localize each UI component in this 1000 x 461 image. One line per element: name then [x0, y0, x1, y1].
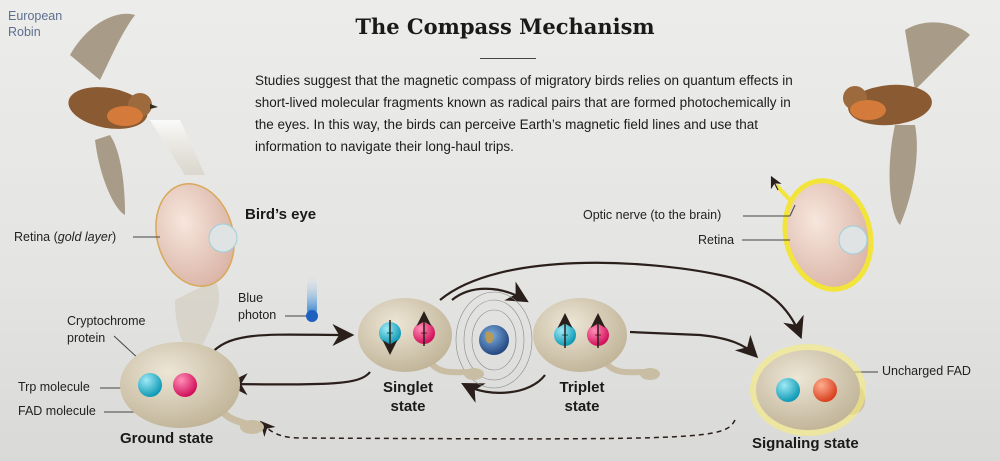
singlet-line2: state [390, 398, 426, 415]
blue-photon [307, 275, 317, 315]
uncharged-fad-label: Uncharged FAD [882, 364, 971, 378]
singlet-line1: Singlet [382, 379, 433, 396]
photon-line1: Blue [238, 291, 264, 305]
trp-molecule-label: Trp molecule [18, 380, 90, 394]
singlet-state-protein: +− [358, 298, 484, 380]
retina-gold-layer-label: Retina (gold layer) [14, 229, 116, 246]
triplet-state-protein: +− [533, 298, 660, 380]
bird-eye-right [770, 175, 874, 292]
blue-photon-label: Blue photon [238, 290, 276, 324]
signaling-state-label: Signaling state [752, 435, 859, 452]
signaling-state-protein [750, 344, 866, 436]
bird-eye-left [155, 183, 238, 352]
optic-nerve-label: Optic nerve (to the brain) [583, 208, 722, 222]
european-robin-illustration-left [68, 13, 205, 215]
photon-line2: photon [238, 308, 277, 322]
singlet-state-label: Singlet state [370, 378, 446, 416]
retina-label-close: ) [111, 230, 117, 244]
page-title: The Compass Mechanism [355, 14, 655, 39]
ground-state-label: Ground state [120, 430, 214, 447]
retina-label-text: Retina ( [14, 230, 58, 244]
triplet-line1: Triplet [559, 379, 605, 396]
european-robin-illustration-right [843, 22, 970, 225]
cryptochrome-label: Cryptochrome protein [67, 313, 146, 347]
intro-paragraph: Studies suggest that the magnetic compas… [255, 73, 793, 154]
transition-arrows [209, 261, 804, 440]
ground-state-protein [120, 342, 264, 434]
triplet-state-label: Triplet state [544, 378, 620, 416]
triplet-line2: state [564, 398, 600, 415]
protein-line1: Cryptochrome [67, 314, 146, 328]
retina-right-label: Retina [698, 233, 735, 247]
title-divider [480, 58, 536, 59]
protein-line2: protein [67, 331, 106, 345]
fad-molecule-label: FAD molecule [18, 404, 96, 418]
species-label: European Robin [8, 9, 63, 39]
birds-eye-heading: Bird’s eye [245, 206, 317, 223]
gold-layer-text: gold layer [57, 230, 112, 244]
earth-magnetic-field [455, 291, 533, 389]
